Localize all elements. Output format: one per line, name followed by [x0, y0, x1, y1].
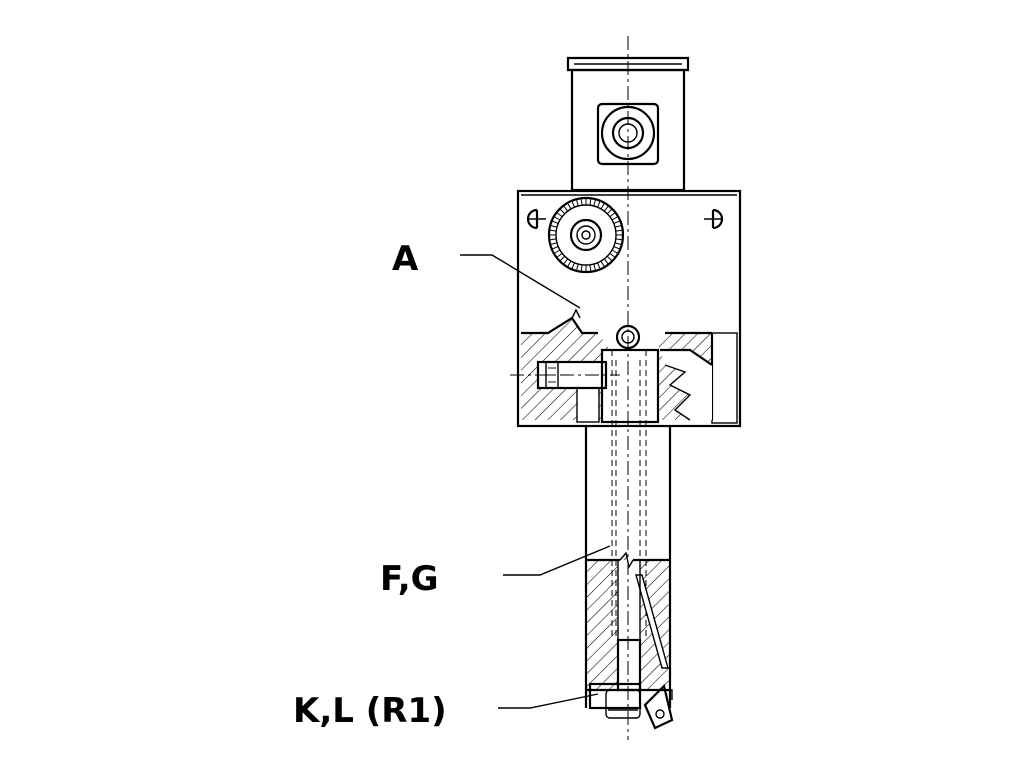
main-body	[510, 189, 742, 428]
leader-kl	[498, 693, 599, 709]
adjustment-dial	[547, 196, 625, 274]
leader-fg	[503, 545, 611, 576]
callout-fg: F,G	[380, 559, 439, 599]
callout-kl: K,L (R1)	[293, 691, 447, 731]
callout-a: A	[392, 239, 419, 279]
leader-a	[460, 254, 581, 309]
callout-leaders	[460, 254, 611, 709]
